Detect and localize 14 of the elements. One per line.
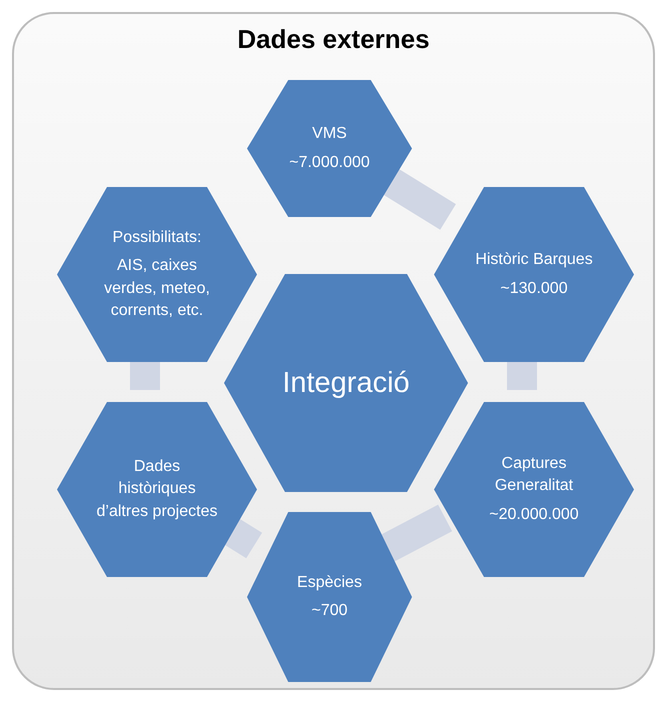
hexagon-label: ~130.000 [500, 278, 568, 298]
panel-background [12, 12, 655, 690]
hexagon-label: VMS [312, 124, 347, 144]
hexagon-label: Històric Barques [475, 250, 593, 270]
hexagon-label: ~20.000.000 [489, 504, 579, 525]
hexagon-label: Captures Generalitat [494, 454, 574, 496]
hexagon-label: ~7.000.000 [289, 152, 370, 172]
hexagon-label: Possibilitats: [112, 228, 202, 248]
hexagon-label: Espècies [297, 572, 362, 593]
hexagon-label: ~700 [311, 601, 348, 621]
hexagon-label: AIS, caixes verdes, meteo, corrents, etc. [103, 256, 211, 321]
hexagon-label: Integració [282, 366, 410, 401]
panel-title: Dades externes [236, 24, 431, 55]
hexagon-label: Dades històriques d’altres projectes [96, 456, 218, 522]
